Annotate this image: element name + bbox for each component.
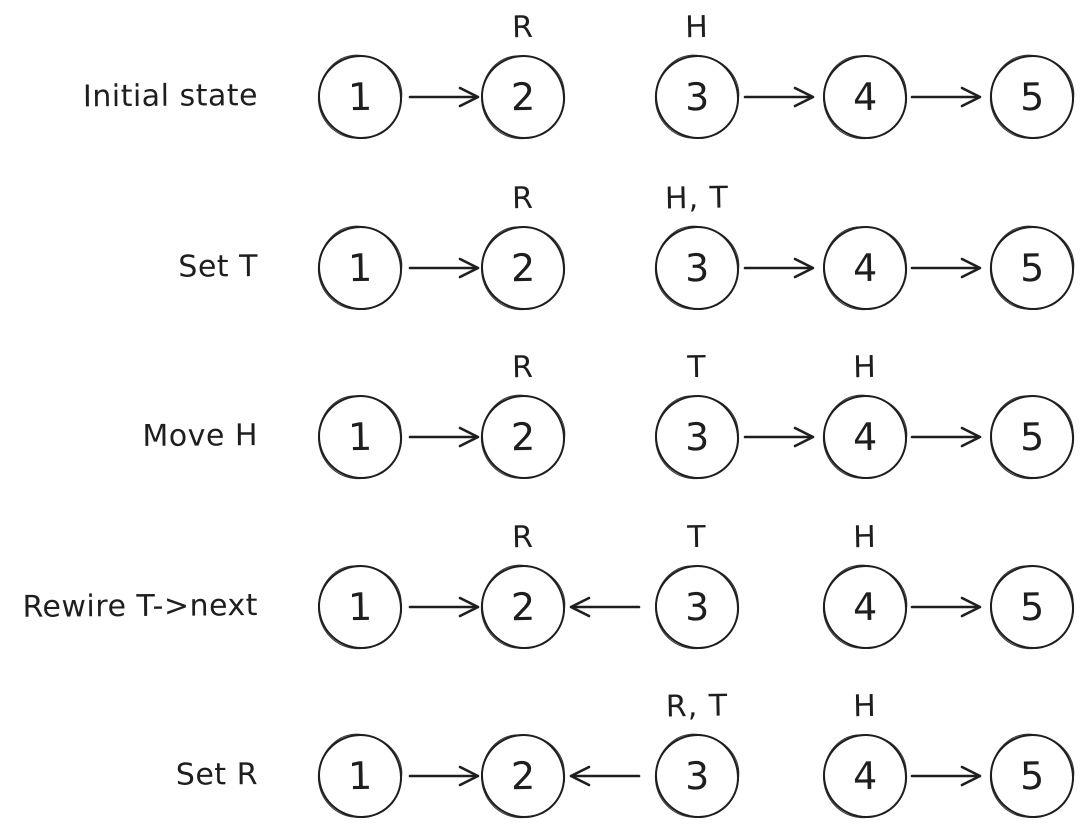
node-circle-2: 2 [481,226,565,310]
node-circle-1: 1 [318,565,402,649]
arrow-4-to-5-icon [910,86,982,108]
node-circle-3: 3 [655,734,739,818]
pointer-label-h: H [852,688,878,725]
arrow-1-to-2-icon [408,426,480,448]
pointer-label-h-t: H, T [664,180,730,217]
node-circle-5: 5 [990,395,1074,479]
pointer-label-h: H [852,519,878,556]
node-value: 5 [1019,753,1045,799]
row-title: Set T [178,249,259,285]
node-value: 2 [510,74,536,120]
arrow-3-to-4-icon [743,426,815,448]
node-value: 1 [347,74,373,120]
row-title: Move H [142,418,259,454]
node-value: 4 [852,584,878,630]
node-value: 3 [684,584,710,630]
pointer-label-r-t: R, T [665,688,729,725]
arrow-4-to-5-icon [910,257,982,279]
node-value: 2 [510,753,536,799]
row-title: Initial state [82,78,259,115]
arrow-4-to-5-icon [910,426,982,448]
node-value: 5 [1019,74,1045,120]
node-value: 4 [852,74,878,120]
pointer-label-r: R [511,9,535,46]
node-circle-1: 1 [318,55,402,139]
node-circle-5: 5 [990,734,1074,818]
arrow-1-to-2-icon [408,257,480,279]
node-circle-5: 5 [990,226,1074,310]
node-circle-4: 4 [823,55,907,139]
pointer-label-t: T [687,349,707,386]
node-value: 4 [852,245,878,291]
node-value: 3 [684,74,710,120]
pointer-label-r: R [511,519,535,556]
node-value: 1 [347,584,373,630]
node-value: 5 [1019,245,1045,291]
node-value: 1 [347,753,373,799]
node-circle-5: 5 [990,55,1074,139]
arrow-4-to-5-icon [910,596,982,618]
arrow-4-to-5-icon [910,765,982,787]
node-circle-1: 1 [318,395,402,479]
node-value: 3 [684,245,710,291]
arrow-1-to-2-icon [408,596,480,618]
node-value: 1 [347,245,373,291]
pointer-label-h: H [684,9,710,46]
node-value: 4 [852,414,878,460]
node-circle-5: 5 [990,565,1074,649]
node-value: 5 [1019,414,1045,460]
arrow-1-to-2-icon [408,765,480,787]
row-title: Set R [175,757,259,793]
node-value: 2 [510,584,536,630]
node-value: 3 [684,753,710,799]
node-circle-2: 2 [481,565,565,649]
node-circle-4: 4 [823,734,907,818]
node-circle-3: 3 [655,226,739,310]
arrow-3-to-4-icon [743,86,815,108]
node-circle-4: 4 [823,226,907,310]
pointer-label-r: R [511,180,535,217]
arrow-3-to-2-icon [569,765,641,787]
node-circle-2: 2 [481,55,565,139]
node-circle-3: 3 [655,565,739,649]
node-circle-1: 1 [318,734,402,818]
node-value: 1 [347,414,373,460]
arrow-3-to-2-icon [569,596,641,618]
node-value: 2 [510,245,536,291]
node-circle-4: 4 [823,395,907,479]
pointer-label-t: T [687,519,707,556]
node-value: 5 [1019,584,1045,630]
node-circle-3: 3 [655,55,739,139]
arrow-1-to-2-icon [408,86,480,108]
node-value: 2 [510,414,536,460]
node-circle-2: 2 [481,734,565,818]
row-title: Rewire T->next [22,588,259,625]
node-circle-1: 1 [318,226,402,310]
node-value: 3 [684,414,710,460]
pointer-label-h: H [852,349,878,386]
pointer-label-r: R [511,349,535,386]
node-circle-2: 2 [481,395,565,479]
node-circle-3: 3 [655,395,739,479]
node-value: 4 [852,753,878,799]
node-circle-4: 4 [823,565,907,649]
arrow-3-to-4-icon [743,257,815,279]
